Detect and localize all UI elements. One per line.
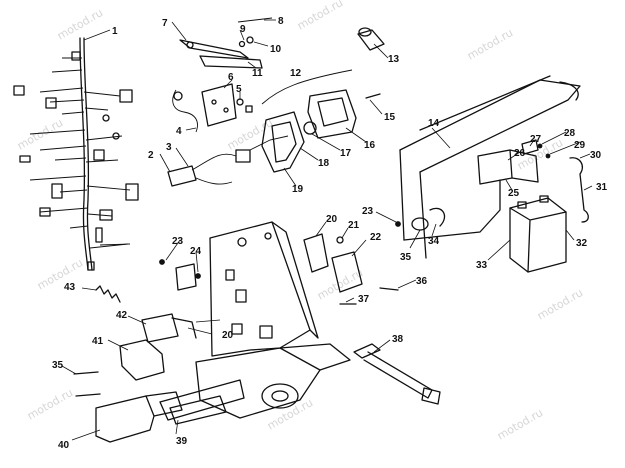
callout-2: 2 — [148, 150, 154, 161]
callout-20-bottom: 20 — [222, 330, 234, 341]
leader-lines — [61, 19, 593, 441]
cable-38 — [353, 343, 441, 405]
callout-12: 12 — [290, 68, 302, 79]
tail-light-assembly — [261, 69, 381, 173]
callout-10: 10 — [270, 44, 282, 55]
callout-22: 22 — [370, 232, 382, 243]
callout-38: 38 — [392, 334, 404, 345]
handle-grip — [357, 27, 385, 51]
callout-18: 18 — [318, 158, 330, 169]
callout-34: 34 — [428, 236, 440, 247]
callout-37: 37 — [358, 294, 370, 305]
callout-4: 4 — [176, 126, 182, 137]
callout-16: 16 — [364, 140, 376, 151]
watermark: motod.ru — [295, 0, 345, 33]
callout-11: 11 — [252, 68, 263, 79]
watermark: motod.ru — [265, 396, 315, 432]
callout-31: 31 — [596, 182, 608, 193]
callout-19: 19 — [292, 184, 304, 195]
callout-9: 9 — [240, 24, 246, 35]
callout-5: 5 — [236, 84, 242, 95]
watermark: motod.ru — [225, 116, 275, 152]
watermark: motod.ru — [15, 116, 65, 152]
callout-20-top: 20 — [326, 214, 338, 225]
watermark: motod.ru — [495, 406, 545, 442]
relay-components — [159, 221, 401, 305]
callout-33: 33 — [476, 260, 488, 271]
watermark-layer: motod.ru motod.ru motod.ru motod.ru moto… — [15, 0, 585, 443]
watermark: motod.ru — [25, 386, 75, 422]
callout-17: 17 — [340, 148, 352, 159]
callout-14: 14 — [428, 118, 440, 129]
callout-1: 1 — [112, 26, 118, 37]
callout-28: 28 — [564, 128, 576, 139]
watermark: motod.ru — [535, 286, 585, 322]
lower-left-parts — [73, 285, 227, 443]
callout-40: 40 — [58, 440, 70, 451]
callout-39: 39 — [176, 436, 188, 447]
callout-29: 29 — [574, 140, 586, 151]
callout-30: 30 — [590, 150, 602, 161]
callout-labels: 1 2 3 4 5 6 7 8 9 10 11 12 13 14 15 16 1… — [52, 16, 608, 451]
callout-41: 41 — [92, 336, 104, 347]
callout-24: 24 — [190, 246, 202, 257]
callout-15: 15 — [384, 112, 396, 123]
callout-35-right: 35 — [400, 252, 412, 263]
callout-35-left: 35 — [52, 360, 64, 371]
watermark: motod.ru — [465, 26, 515, 62]
callout-23-right: 23 — [362, 206, 374, 217]
callout-6: 6 — [228, 72, 234, 83]
watermark: motod.ru — [55, 6, 105, 42]
rear-frame-battery — [399, 75, 589, 273]
callout-36: 36 — [416, 276, 428, 287]
callout-23-left: 23 — [172, 236, 184, 247]
callout-7: 7 — [162, 18, 168, 29]
callout-26: 26 — [514, 148, 526, 159]
callout-43: 43 — [64, 282, 76, 293]
callout-27: 27 — [530, 134, 542, 145]
wiring-harness — [13, 37, 139, 271]
watermark: motod.ru — [35, 256, 85, 292]
ignition-bracket-assembly — [167, 17, 289, 187]
callout-13: 13 — [388, 54, 400, 65]
callout-8: 8 — [278, 16, 284, 27]
callout-3: 3 — [166, 142, 172, 153]
callout-21: 21 — [348, 220, 360, 231]
callout-32: 32 — [576, 238, 588, 249]
callout-42: 42 — [116, 310, 128, 321]
callout-25: 25 — [508, 188, 520, 199]
